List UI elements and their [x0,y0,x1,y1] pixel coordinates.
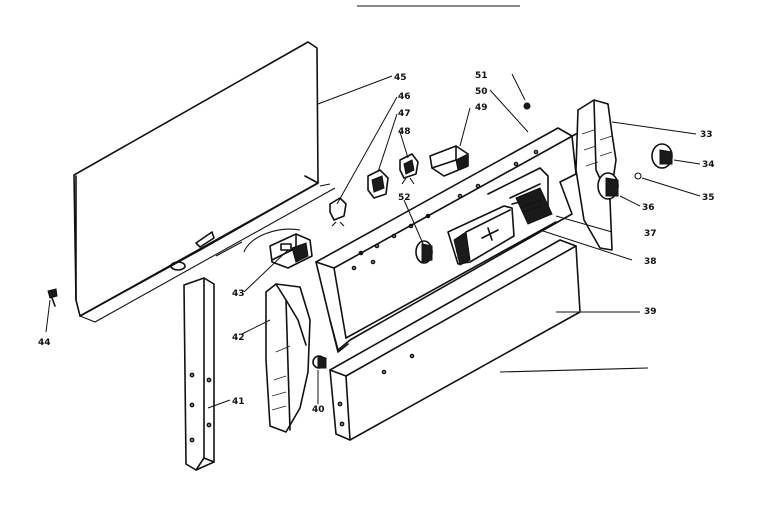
switch-43 [243,228,313,269]
callout-43: 43 [232,289,245,299]
callout-52: 52 [398,193,411,203]
callout-51: 51 [475,71,488,81]
side-bracket-41 [183,277,215,471]
leader-lines [45,73,701,409]
screw-51 [523,102,531,110]
knob-52 [415,240,433,264]
back-panel-45 [73,41,336,323]
switch-48 [399,153,419,185]
callout-49: 49 [475,103,488,113]
callout-45: 45 [394,73,407,83]
switch-49 [429,145,469,177]
callout-39: 39 [644,307,657,317]
screw-44 [47,288,58,307]
clock-timer-38 [447,187,553,266]
callout-36: 36 [642,203,655,213]
callout-44: 44 [38,338,51,348]
scan-line-bottom [499,367,649,373]
knob-36 [597,172,619,200]
callout-48: 48 [398,127,411,137]
knob-34 [651,143,673,169]
control-panel [315,127,577,353]
switch-47 [367,169,389,199]
callout-40: 40 [312,405,325,415]
callout-35: 35 [702,193,715,203]
end-cap-left-42 [265,283,311,433]
callout-34: 34 [702,160,715,170]
knob-40 [312,355,327,369]
ring-35 [634,172,642,180]
callout-50: 50 [475,87,488,97]
callout-41: 41 [232,397,245,407]
callout-38: 38 [644,257,657,267]
callout-37: 37 [644,229,657,239]
callout-33: 33 [700,130,713,140]
callout-46: 46 [398,92,411,102]
callout-42: 42 [232,333,245,343]
end-cap-right-33 [575,99,617,251]
callout-47: 47 [398,109,411,119]
